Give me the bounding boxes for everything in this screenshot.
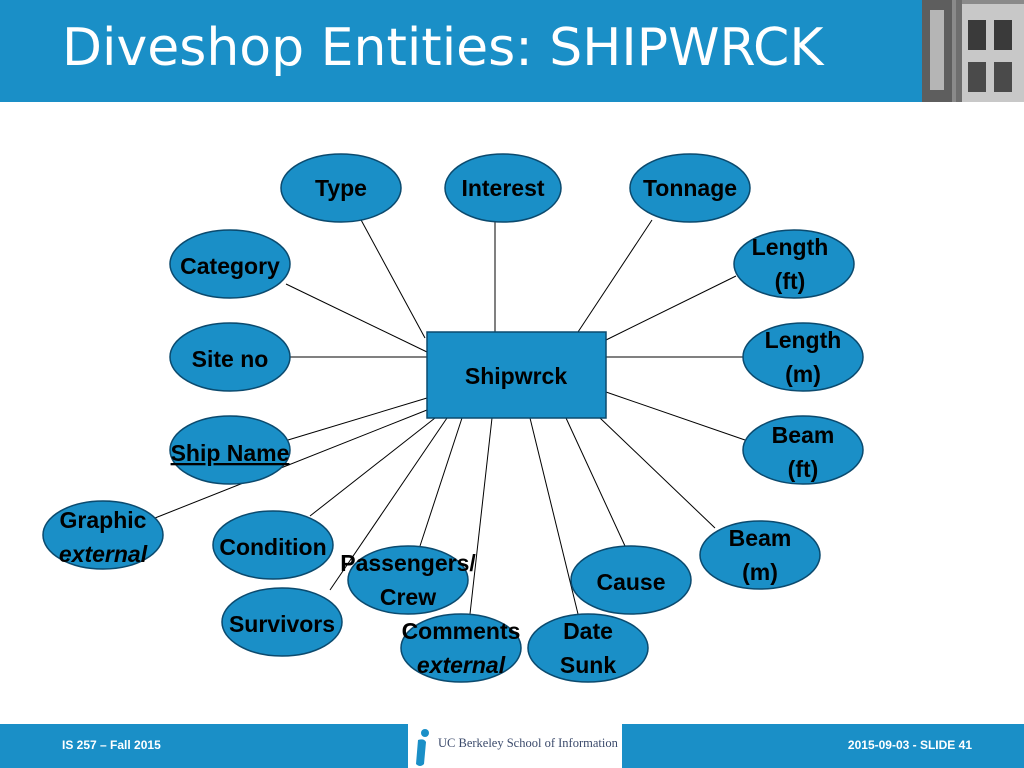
attribute-ellipse — [169, 229, 291, 299]
slide-header: Diveshop Entities: SHIPWRCK — [0, 0, 1024, 102]
attribute-tonnage: Tonnage — [629, 153, 751, 223]
slide-footer: IS 257 – Fall 2015 UC Berkeley School of… — [0, 724, 1024, 768]
edge-survivors — [329, 417, 448, 591]
attribute-label: Tonnage — [643, 175, 737, 201]
attribute-label: Condition — [219, 534, 326, 560]
attribute-label: external — [417, 652, 506, 678]
attribute-label: Sunk — [560, 652, 616, 678]
attribute-passengers-crew: Passengers/Crew — [340, 545, 476, 615]
entity-box — [426, 331, 607, 419]
attribute-label: (ft) — [788, 456, 819, 482]
attribute-category: Category — [169, 229, 291, 299]
attribute-label: (m) — [785, 361, 821, 387]
attribute-survivors: Survivors — [221, 587, 343, 657]
edge-beam-ft — [605, 391, 746, 441]
attribute-length-m: Length (m) — [742, 322, 864, 392]
info-i-icon — [416, 729, 429, 766]
attribute-label: Category — [180, 253, 280, 279]
attribute-interest: Interest — [444, 153, 562, 223]
edge-ship-name — [287, 397, 428, 441]
attribute-ellipse — [400, 613, 522, 683]
attribute-label: Beam — [729, 525, 792, 551]
attribute-label: Length — [765, 327, 842, 353]
attribute-graphic: Graphic external — [42, 500, 164, 570]
attribute-ellipse — [347, 545, 469, 615]
logo-text: UC Berkeley School of Information — [438, 736, 618, 750]
attribute-ellipse — [570, 545, 692, 615]
attribute-ellipse — [280, 153, 402, 223]
attribute-site-no: Site no — [169, 322, 291, 392]
attribute-ellipse — [733, 229, 855, 299]
edge-beam-m — [599, 417, 716, 529]
attribute-cause: Cause — [570, 545, 692, 615]
attribute-label: Graphic — [60, 507, 147, 533]
attribute-label: Type — [315, 175, 367, 201]
attribute-label: Length — [752, 234, 829, 260]
attribute-ellipse — [221, 587, 343, 657]
attribute-ellipse — [444, 153, 562, 223]
edge-date-sunk — [529, 417, 579, 615]
edge-type — [359, 217, 426, 339]
attribute-condition: Condition — [212, 510, 334, 580]
attribute-beam-ft: Beam (ft) — [742, 415, 864, 485]
attribute-label: external — [59, 541, 148, 567]
relationship-lines — [154, 217, 746, 615]
attribute-comments: Comments external — [400, 613, 522, 683]
header-photo — [922, 0, 1024, 102]
attribute-label: (ft) — [775, 268, 806, 294]
attribute-length-ft: Length (ft) — [733, 229, 855, 299]
attribute-label: Ship Name — [171, 440, 290, 466]
attribute-label: Passengers/ — [340, 550, 476, 576]
entity-label: Shipwrck — [465, 363, 567, 389]
attribute-beam-m: Beam (m) — [699, 520, 821, 590]
edge-tonnage — [577, 219, 653, 333]
attribute-label: Survivors — [229, 611, 335, 637]
attribute-label: Interest — [461, 175, 544, 201]
edge-length-ft — [605, 275, 737, 341]
edge-comments — [469, 417, 493, 615]
attribute-type: Type — [280, 153, 402, 223]
slide-title: Diveshop Entities: SHIPWRCK — [62, 18, 824, 78]
attribute-label: Beam — [772, 422, 835, 448]
attribute-ellipse — [742, 322, 864, 392]
attribute-label: (m) — [742, 559, 778, 585]
attribute-ellipse — [42, 500, 164, 570]
attribute-ship-name: Ship Name — [169, 415, 291, 485]
edge-condition — [309, 417, 436, 517]
footer-course: IS 257 – Fall 2015 — [62, 738, 161, 752]
school-logo: UC Berkeley School of Information — [408, 724, 622, 768]
edge-graphic — [154, 409, 428, 519]
edge-category — [285, 283, 428, 353]
attribute-label: Crew — [380, 584, 436, 610]
attribute-ellipse — [527, 613, 649, 683]
attribute-ellipse — [699, 520, 821, 590]
attribute-ellipse — [169, 415, 291, 485]
attribute-label: Site no — [192, 346, 269, 372]
attribute-label: Cause — [596, 569, 665, 595]
edge-cause — [565, 417, 626, 547]
attribute-ellipse — [169, 322, 291, 392]
attribute-ellipse — [212, 510, 334, 580]
edge-passengers-crew — [419, 417, 463, 547]
attribute-ellipse — [629, 153, 751, 223]
footer-slide-number: 2015-09-03 - SLIDE 41 — [847, 738, 972, 752]
attribute-label: Comments — [402, 618, 521, 644]
attribute-ellipse — [742, 415, 864, 485]
attribute-label: Date — [563, 618, 613, 644]
